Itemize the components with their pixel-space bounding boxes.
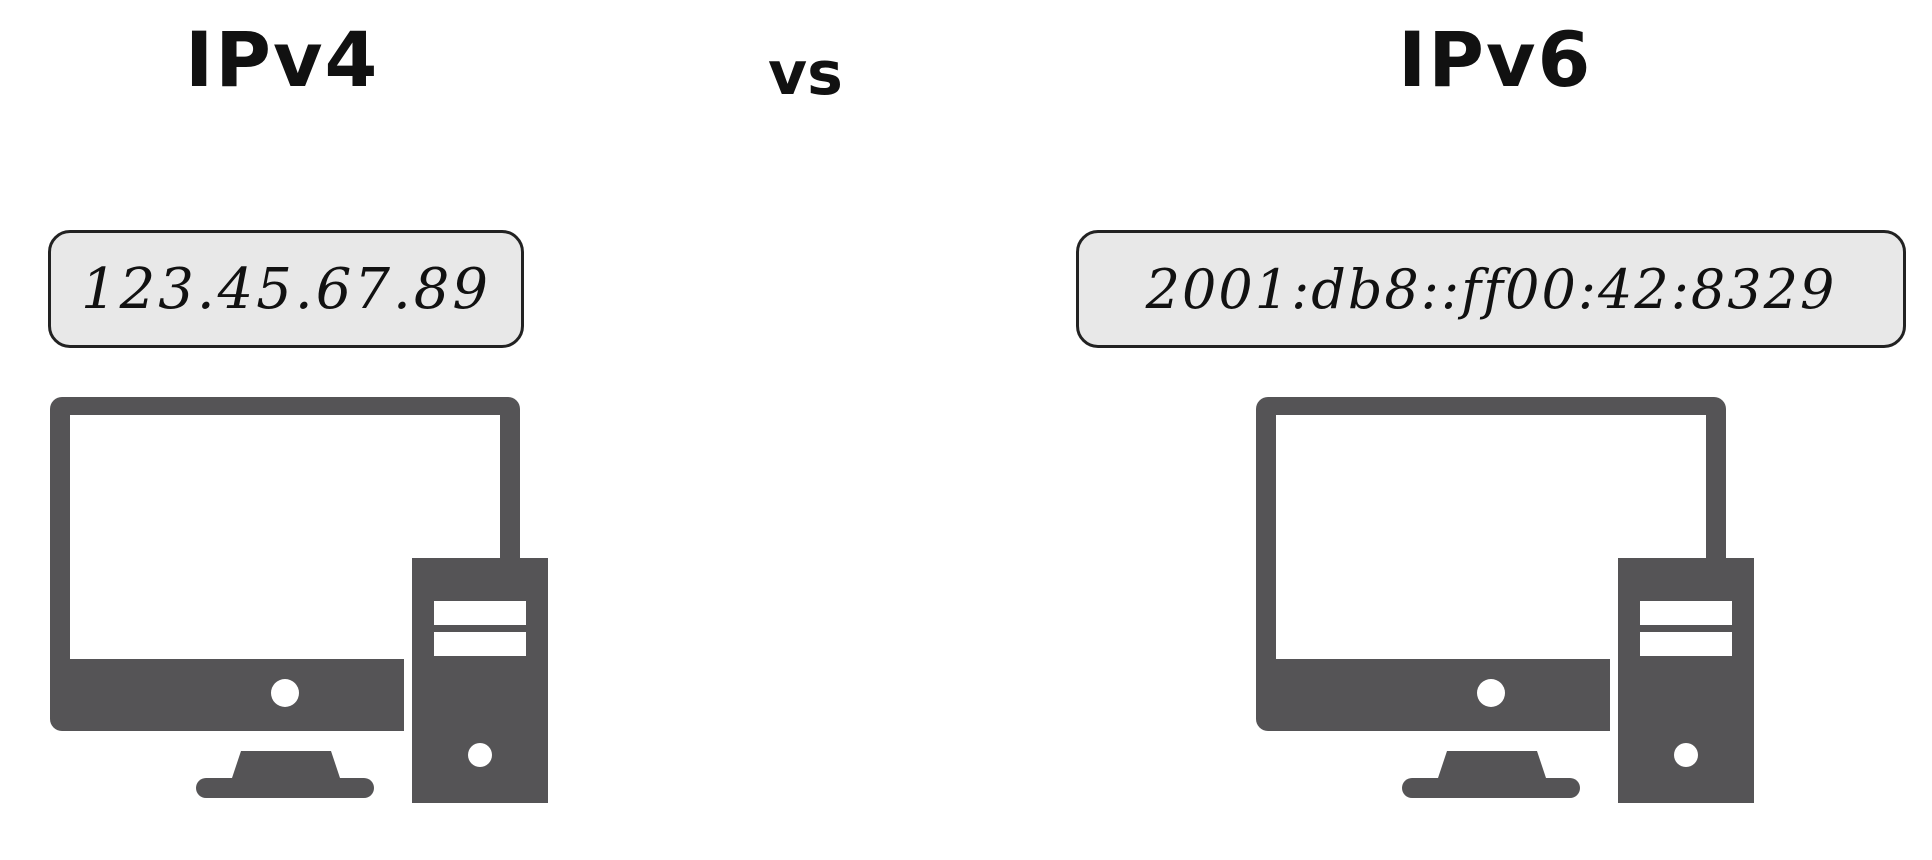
monitor-stand [1437, 751, 1547, 781]
vs-label: vs [768, 39, 843, 109]
ipv6-address: 2001:db8::ff00:42:8329 [1145, 257, 1837, 321]
drive-bay [434, 632, 526, 656]
monitor-button [271, 679, 299, 707]
drive-bay [1640, 601, 1732, 625]
desktop-computer-icon [1256, 397, 1754, 803]
ipv4-address: 123.45.67.89 [80, 256, 492, 322]
ipv6-address-box: 2001:db8::ff00:42:8329 [1076, 230, 1906, 348]
tower-button [1674, 743, 1698, 767]
tower-button [468, 743, 492, 767]
drive-bay [434, 601, 526, 625]
ipv4-title: IPv4 [185, 15, 380, 104]
monitor-button [1477, 679, 1505, 707]
ipv4-address-box: 123.45.67.89 [48, 230, 524, 348]
monitor-stand [231, 751, 341, 781]
ipv6-title: IPv6 [1398, 15, 1593, 104]
drive-bay [1640, 632, 1732, 656]
desktop-computer-icon [50, 397, 548, 803]
monitor-base [196, 778, 374, 798]
monitor-base [1402, 778, 1580, 798]
